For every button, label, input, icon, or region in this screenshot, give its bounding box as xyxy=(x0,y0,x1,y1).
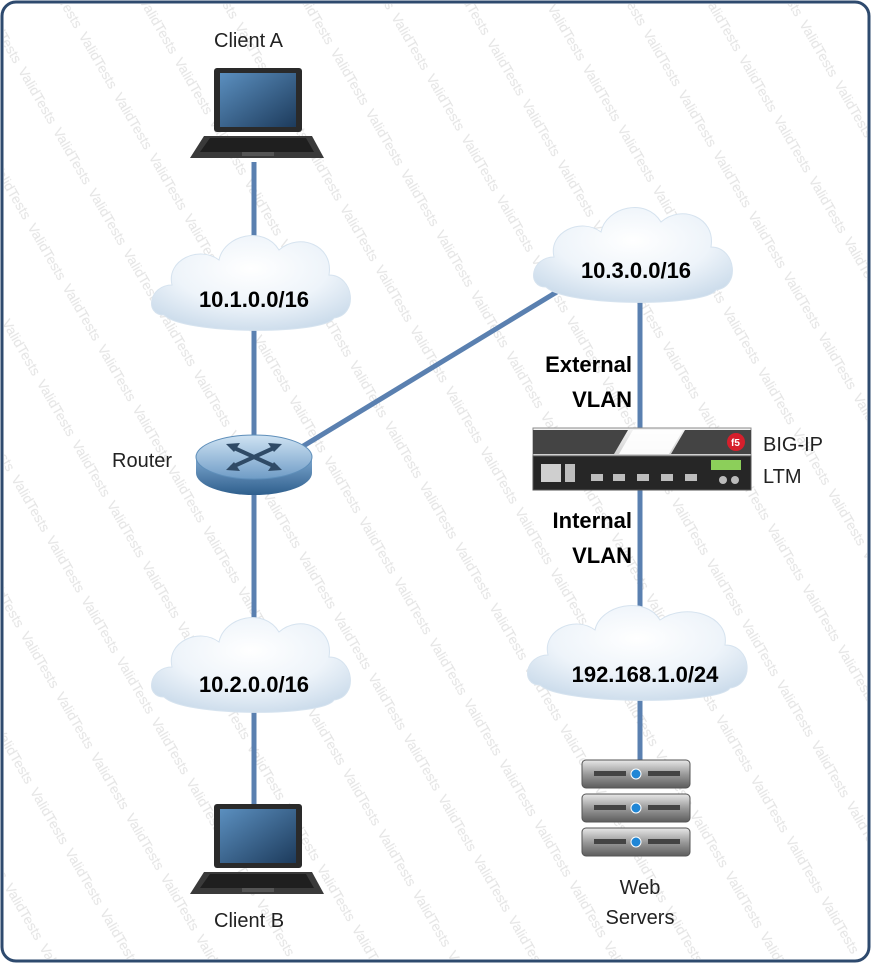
external-vlan-label-line1: External xyxy=(545,352,632,377)
load-balancer-icon: f5 xyxy=(532,427,752,491)
svg-text:f5: f5 xyxy=(731,438,740,449)
cloud-icon xyxy=(151,235,351,331)
link-router-net103 xyxy=(298,287,562,451)
cloud-icon xyxy=(151,617,351,713)
network-label-10-1: 10.1.0.0/16 xyxy=(198,287,310,312)
bigip-label-line1: BIG-IP xyxy=(763,434,824,456)
internal-vlan-label-line2: VLAN xyxy=(572,543,632,568)
network-label-10-3: 10.3.0.0/16 xyxy=(580,258,692,283)
client-b-label: Client B xyxy=(214,910,285,932)
router-label: Router xyxy=(112,450,173,472)
laptop-icon xyxy=(190,804,324,894)
bigip-label-line2: LTM xyxy=(763,466,802,488)
external-vlan-label-line2: VLAN xyxy=(572,387,632,412)
cloud-icon xyxy=(527,605,748,701)
cloud-icon xyxy=(533,207,733,303)
client-a-label: Client A xyxy=(214,30,283,52)
connection-links xyxy=(251,162,643,810)
web-servers-label-line2: Servers xyxy=(605,907,675,929)
web-servers-label-line1: Web xyxy=(619,877,661,899)
network-label-192-168: 192.168.1.0/24 xyxy=(571,662,719,687)
network-label-10-2: 10.2.0.0/16 xyxy=(198,672,310,697)
server-rack-icon xyxy=(581,759,691,857)
router-icon xyxy=(195,434,313,495)
laptop-icon xyxy=(190,68,324,158)
internal-vlan-label-line1: Internal xyxy=(552,508,632,533)
